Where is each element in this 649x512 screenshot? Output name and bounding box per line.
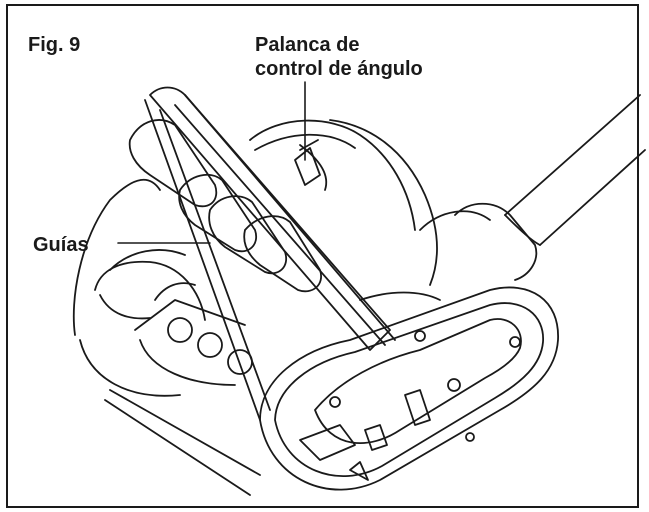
- guides-callout: Guías: [33, 234, 89, 256]
- cylinder-housing: [249, 119, 441, 301]
- front-plate: [259, 286, 559, 491]
- base-body: [72, 178, 261, 496]
- frame-plate: [144, 86, 396, 421]
- figure-label: Fig. 9: [28, 34, 81, 56]
- angle-lever: [294, 139, 321, 186]
- angle-lever-callout-line2: control de ángulo: [255, 58, 423, 80]
- angle-lever-callout: Palanca de control de ángulo: [255, 33, 475, 81]
- handle-collar: [419, 202, 538, 281]
- angle-lever-callout-line1: Palanca de: [255, 34, 360, 56]
- handle-shaft: [504, 94, 646, 246]
- guides: [128, 119, 322, 293]
